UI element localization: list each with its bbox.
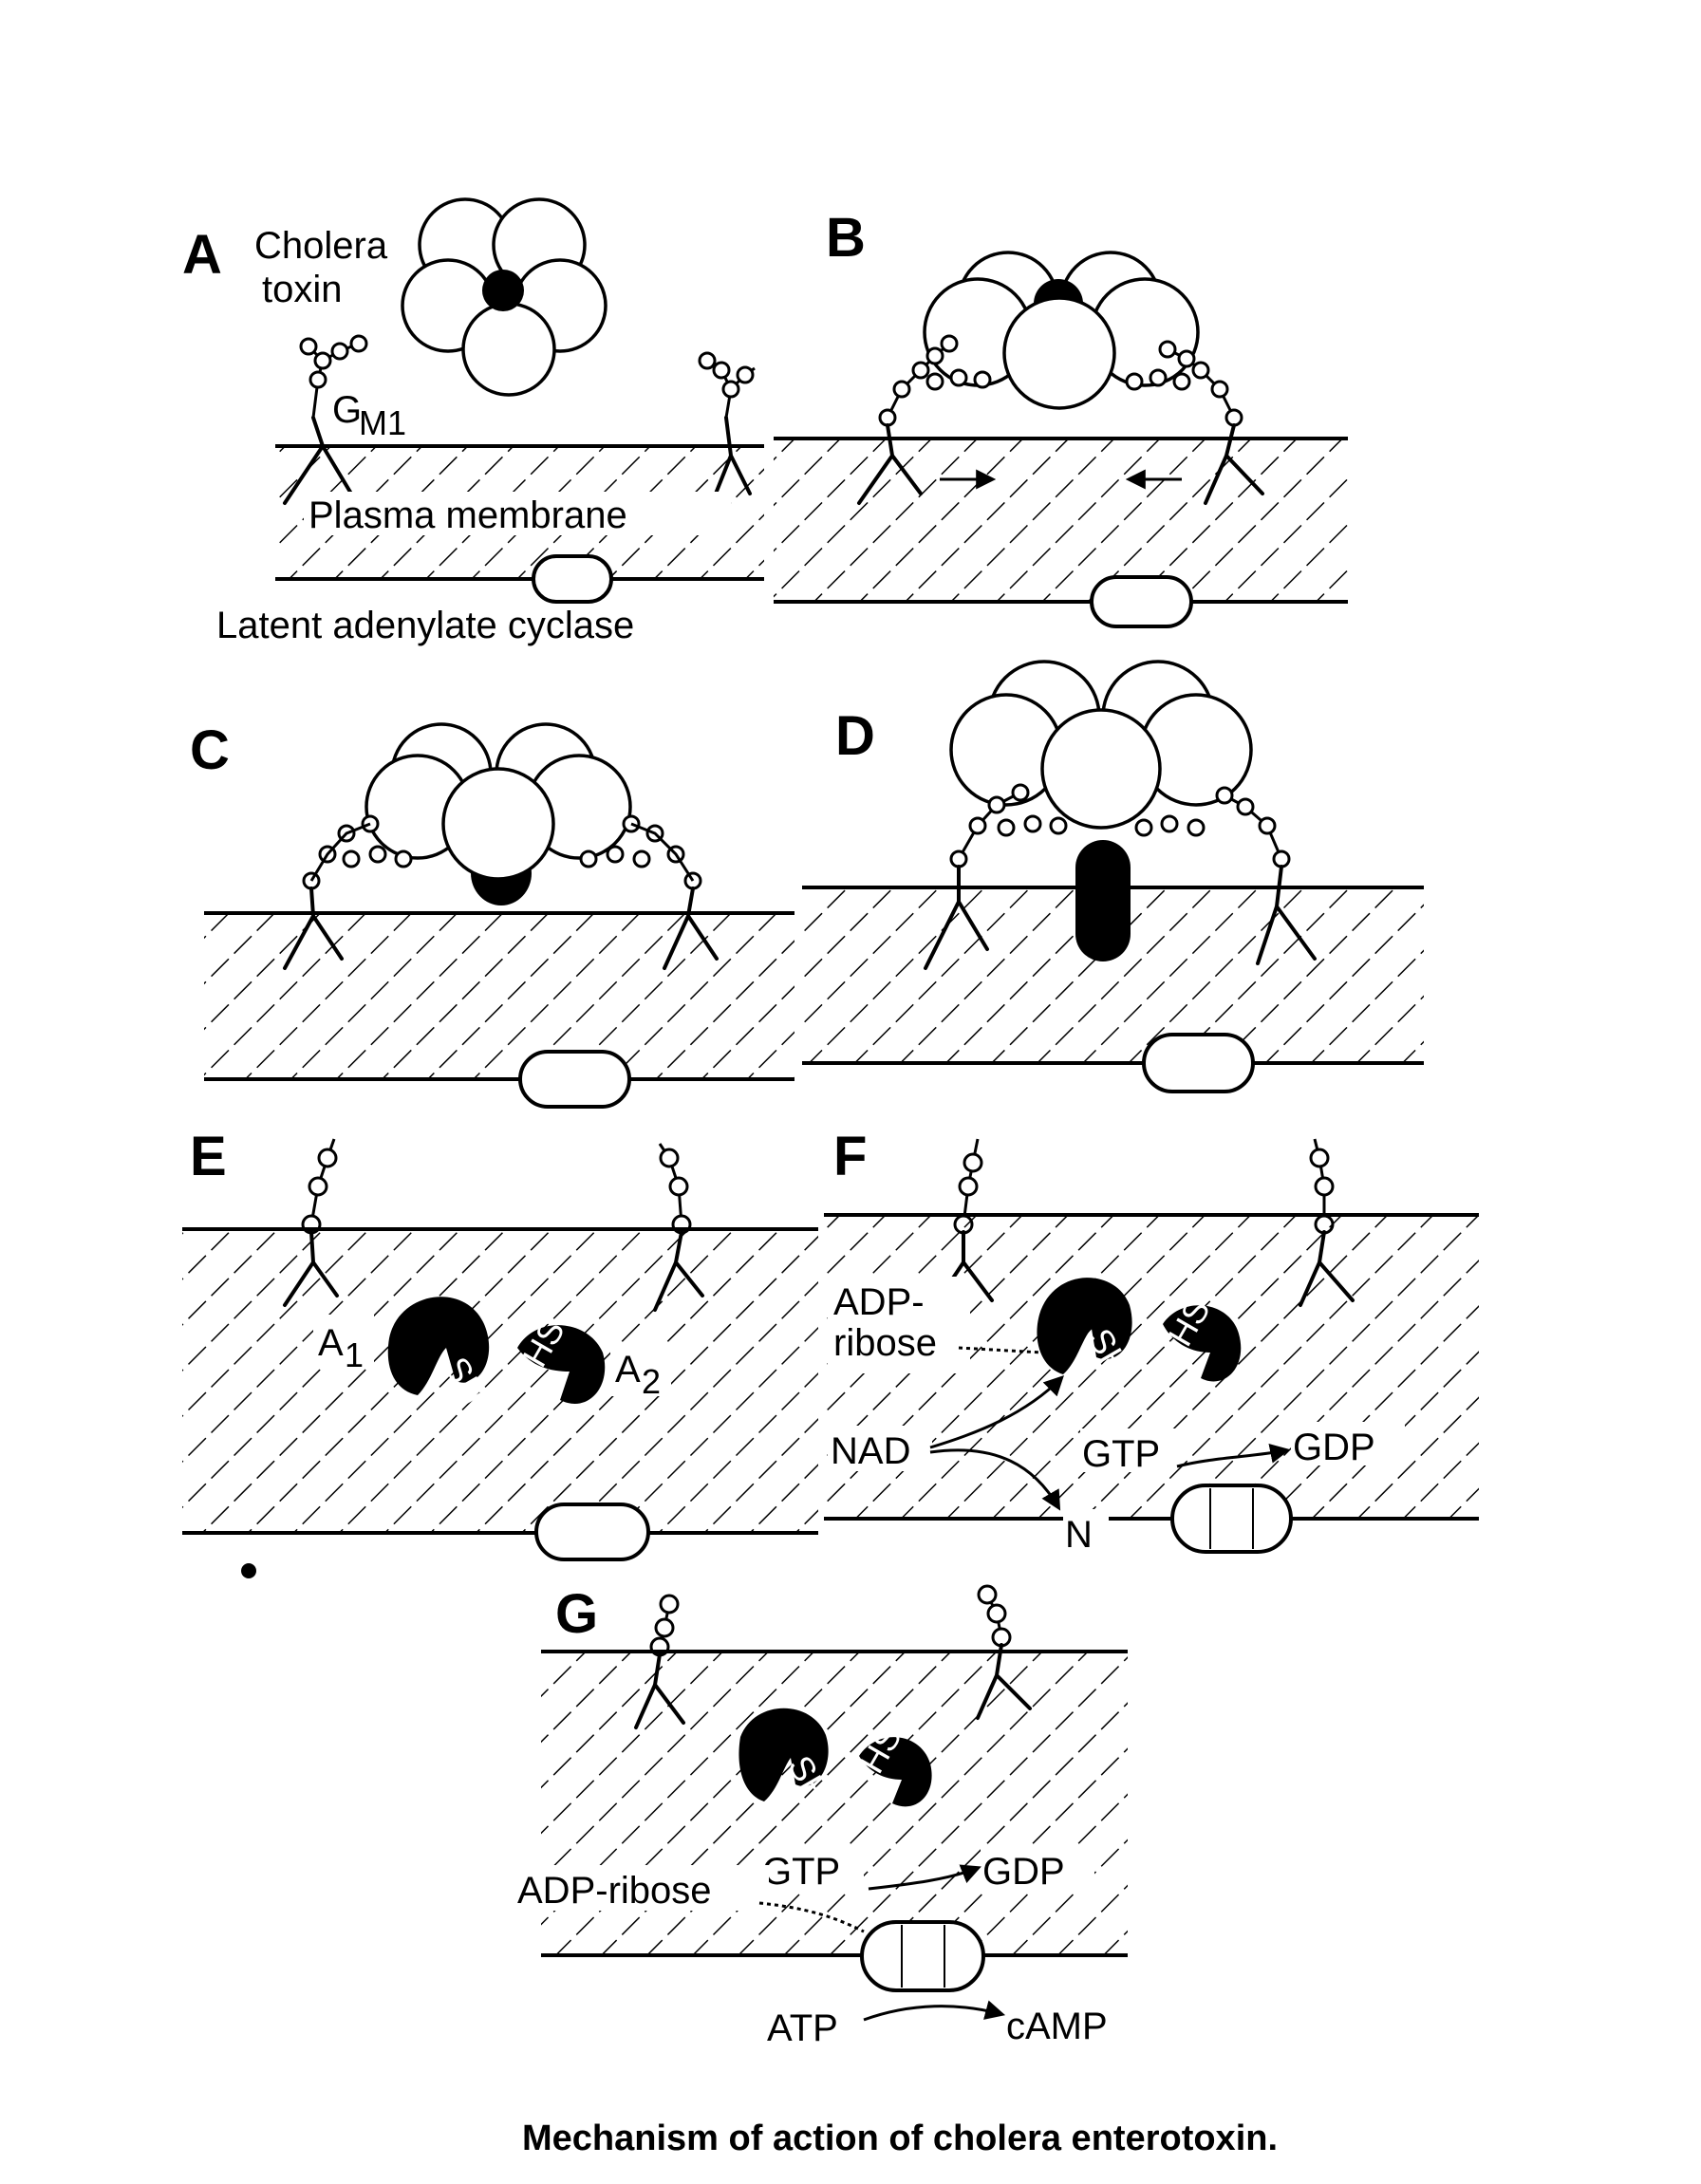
toxin-bound-d bbox=[949, 660, 1253, 830]
cholera-toxin-label-line2: toxin bbox=[262, 269, 343, 310]
a1-label: A bbox=[318, 1322, 344, 1364]
panel-letter-c: C bbox=[190, 719, 230, 781]
plasma-membrane-c bbox=[204, 911, 794, 1081]
nad-label: NAD bbox=[831, 1430, 910, 1472]
adenylate-cyclase-d bbox=[1142, 1033, 1255, 1093]
adp-ribose-label-f: ADP- bbox=[833, 1281, 925, 1323]
adenylate-cyclase-e bbox=[534, 1503, 650, 1561]
a1-fragment-f bbox=[1037, 1278, 1132, 1374]
n-protein-label: N bbox=[1065, 1514, 1093, 1556]
camp-label: cAMP bbox=[1006, 2006, 1108, 2047]
atp-label: ATP bbox=[767, 2007, 838, 2049]
panel-e: E A 1 A 2 SH HS bbox=[182, 1126, 818, 1578]
plasma-membrane-label: Plasma membrane bbox=[308, 495, 627, 536]
panel-letter-f: F bbox=[833, 1126, 867, 1187]
a2-fragment-f bbox=[1163, 1305, 1242, 1382]
plasma-membrane-e bbox=[182, 1227, 818, 1535]
gm1-label: G bbox=[332, 389, 362, 431]
panel-d: D bbox=[802, 660, 1424, 1093]
adp-ribose-label-f-line2: ribose bbox=[833, 1322, 937, 1364]
a2-fragment-g bbox=[859, 1737, 932, 1807]
panel-b: B bbox=[774, 207, 1348, 628]
gdp-label-f: GDP bbox=[1293, 1427, 1375, 1468]
a1-subscript: 1 bbox=[345, 1335, 364, 1374]
a-subunit bbox=[482, 270, 524, 311]
gdp-label-g: GDP bbox=[982, 1851, 1065, 1893]
panel-f: F SH HS ADP- ribose NAD GTP GDP bbox=[824, 1126, 1479, 1556]
gm1-stalks-g bbox=[649, 1584, 1012, 1657]
gm1-chains-b bbox=[878, 334, 1243, 427]
plasma-membrane-b bbox=[774, 437, 1348, 604]
toxin-bound-c bbox=[364, 722, 632, 905]
activated-adenylate-cyclase-f bbox=[1170, 1484, 1293, 1554]
panel-c: C bbox=[190, 719, 794, 1109]
a2-fragment bbox=[517, 1325, 606, 1404]
a2-label: A bbox=[615, 1349, 641, 1391]
cholera-toxin-label: Cholera bbox=[254, 225, 388, 267]
panel-letter-d: D bbox=[835, 705, 875, 767]
panel-letter-g: G bbox=[555, 1583, 598, 1645]
adenylate-cyclase-a bbox=[532, 554, 613, 604]
gm1-stalks-e bbox=[301, 1138, 692, 1235]
a-subunit-inserted bbox=[1075, 840, 1131, 961]
panel-letter-a: A bbox=[182, 224, 222, 286]
activated-adenylate-cyclase-g bbox=[860, 1920, 985, 1992]
panel-a: A Cholera toxin G M1 bbox=[182, 197, 764, 646]
adp-ribose-label-g: ADP-ribose bbox=[517, 1870, 712, 1912]
panel-letter-b: B bbox=[826, 207, 866, 269]
gtp-label-f: GTP bbox=[1082, 1433, 1160, 1475]
panel-letter-e: E bbox=[190, 1126, 227, 1187]
gm1-subscript: M1 bbox=[359, 403, 406, 442]
gtp-label-g: GTP bbox=[762, 1851, 840, 1893]
a1-fragment-g bbox=[738, 1708, 829, 1801]
gm1-chains-d bbox=[949, 783, 1291, 868]
adenylate-cyclase-b bbox=[1090, 575, 1193, 628]
panel-g: G SH HS GTP GDP ADP-ribose bbox=[513, 1583, 1128, 2049]
cholera-toxin-molecule bbox=[401, 197, 608, 397]
adenylate-cyclase-c bbox=[518, 1050, 631, 1109]
a2-subscript: 2 bbox=[642, 1362, 661, 1401]
figure-caption: Mechanism of action of cholera enterotox… bbox=[522, 2119, 1278, 2158]
toxin-bound-b bbox=[923, 251, 1200, 410]
a1-fragment bbox=[387, 1297, 490, 1395]
latent-adenylate-cyclase-label: Latent adenylate cyclase bbox=[216, 605, 634, 646]
